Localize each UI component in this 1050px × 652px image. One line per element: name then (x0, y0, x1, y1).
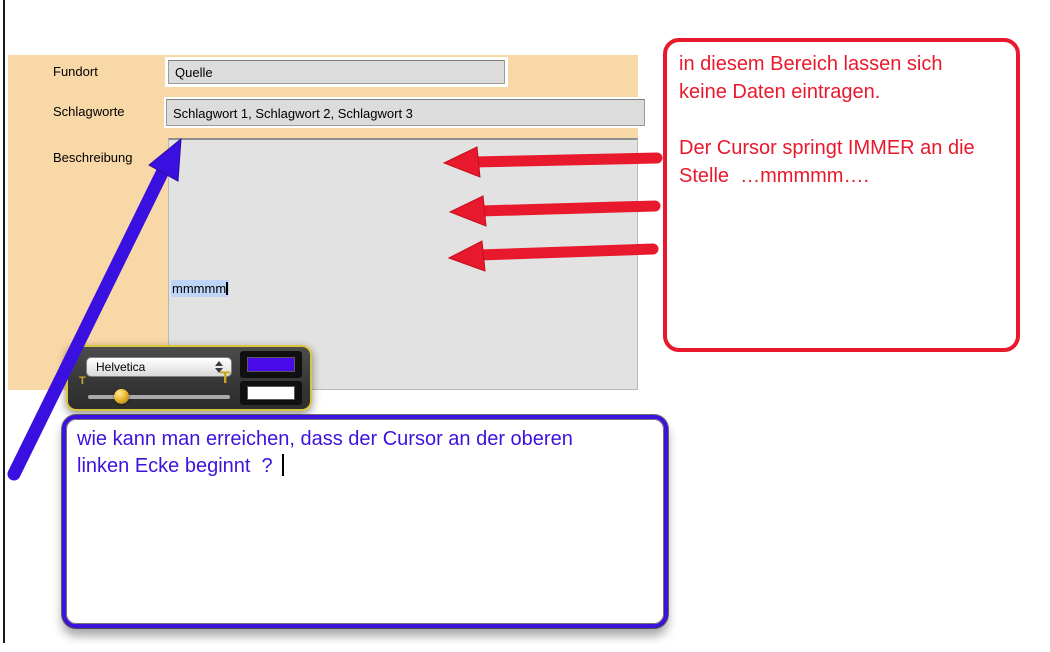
font-size-slider-thumb[interactable] (114, 389, 129, 404)
text-color-swatch-frame (240, 351, 302, 378)
red-note-callout: in diesem Bereich lassen sich keine Date… (663, 38, 1020, 352)
fundort-field-value: Quelle (175, 65, 213, 80)
background-color-swatch[interactable] (247, 386, 295, 400)
selected-text: mmmmm (171, 280, 230, 297)
red-note-line: keine Daten eintragen. (679, 81, 881, 103)
text-color-swatch[interactable] (247, 357, 295, 372)
schlagworte-field[interactable]: Schlagwort 1, Schlagwort 2, Schlagwort 3 (166, 99, 645, 126)
font-panel: Helvetica T T (66, 345, 312, 411)
blue-note-line: wie kann man erreichen, dass der Cursor … (77, 428, 573, 450)
red-note-line: in diesem Bereich lassen sich (679, 53, 943, 75)
beschreibung-label: Beschreibung (53, 150, 133, 165)
schlagworte-field-value: Schlagwort 1, Schlagwort 2, Schlagwort 3 (173, 106, 413, 121)
stepper-icon (215, 361, 223, 373)
blue-note-line: linken Ecke beginnt ? (77, 453, 653, 480)
red-note-line: Stelle …mmmmm…. (679, 165, 869, 187)
text-cursor (282, 454, 285, 476)
font-family-select[interactable]: Helvetica (86, 357, 232, 377)
window-edge-line (3, 0, 5, 643)
background-color-swatch-frame (240, 381, 302, 405)
large-text-size-icon: T (220, 368, 231, 387)
fundort-field[interactable]: Quelle (168, 60, 505, 84)
fundort-label: Fundort (53, 64, 98, 79)
schlagworte-label: Schlagworte (53, 104, 125, 119)
font-family-value: Helvetica (96, 360, 146, 374)
text-cursor (226, 282, 229, 295)
small-text-size-icon: T (79, 375, 86, 387)
red-note-line: Der Cursor springt IMMER an die (679, 137, 975, 159)
font-size-slider[interactable] (88, 395, 230, 399)
blue-note-callout: wie kann man erreichen, dass der Cursor … (62, 415, 668, 628)
